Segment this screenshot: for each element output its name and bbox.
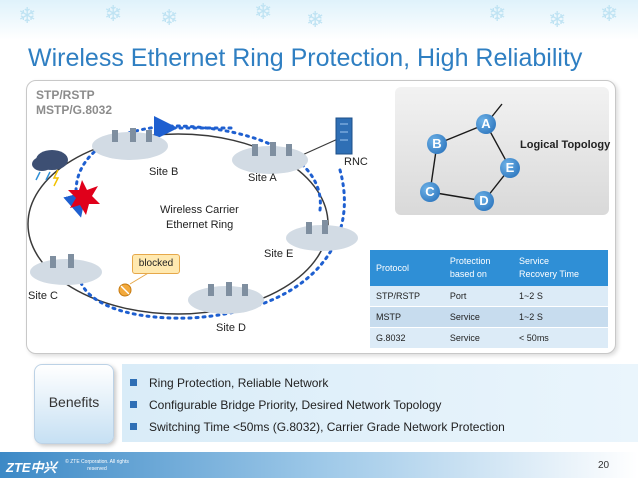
protocols-label: STP/RSTP MSTP/G.8032 <box>36 88 112 118</box>
site-e-label: Site E <box>264 248 294 260</box>
cell-recovery: < 50ms <box>513 327 608 349</box>
site-b-node <box>92 128 168 160</box>
ring-label-line1: Wireless Carrier <box>160 204 239 216</box>
header-protection-line1: Protection <box>449 256 491 266</box>
blocked-callout-line <box>129 271 151 285</box>
header-protection-line2: based on <box>449 269 487 279</box>
site-a-node <box>232 142 308 174</box>
cell-recovery: 1~2 S <box>513 286 608 307</box>
benefits-box <box>34 364 114 444</box>
benefit-item: Switching Time <50ms (G.8032), Carrier G… <box>130 420 505 434</box>
table-row: STP/RSTP Port 1~2 S <box>370 286 608 307</box>
page-title: Wireless Ethernet Ring Protection, High … <box>28 44 583 72</box>
cell-protection: Service <box>443 306 514 328</box>
header-protection: Protection based on <box>443 250 514 286</box>
benefit-text: Ring Protection, Reliable Network <box>149 376 329 390</box>
snowflake-icon: ❄ <box>104 2 123 27</box>
page-number: 20 <box>598 460 610 471</box>
header-recovery-line2: Recovery Time <box>519 269 580 279</box>
benefits-strip <box>122 364 638 442</box>
topology-node-a: A <box>476 114 496 134</box>
benefit-item: Configurable Bridge Priority, Desired Ne… <box>130 398 441 412</box>
site-a-label: Site A <box>248 172 277 184</box>
copyright-text: © ZTE Corporation. All rights reserved <box>65 459 129 472</box>
snowflake-icon: ❄ <box>160 6 179 31</box>
storm-cloud-icon <box>32 150 68 187</box>
cell-protocol: MSTP <box>370 306 444 328</box>
cell-protection: Port <box>443 286 514 307</box>
protocol-label-stp: STP/RSTP <box>36 88 95 102</box>
site-c-label: Site C <box>28 290 58 302</box>
topology-node-e: E <box>500 158 520 178</box>
snowflake-icon: ❄ <box>548 8 567 33</box>
cell-protocol: STP/RSTP <box>370 286 444 307</box>
rnc-link <box>299 137 341 157</box>
topology-node-c: C <box>420 182 440 202</box>
snowflake-icon: ❄ <box>600 2 619 27</box>
benefits-label: Benefits <box>48 394 100 410</box>
protection-path-return <box>78 168 346 320</box>
blocked-callout: blocked <box>132 254 180 274</box>
benefit-item: Ring Protection, Reliable Network <box>130 376 328 390</box>
topology-title: Logical Topology <box>520 139 611 151</box>
site-d-label: Site D <box>216 322 246 334</box>
rnc-icon <box>335 117 353 155</box>
site-d-node <box>188 282 264 314</box>
bullet-square-icon <box>130 379 137 386</box>
cell-protocol: G.8032 <box>370 327 444 349</box>
benefit-text: Configurable Bridge Priority, Desired Ne… <box>149 398 442 412</box>
snowflake-icon: ❄ <box>18 4 37 29</box>
bullet-square-icon <box>130 423 137 430</box>
table-row: G.8032 Service < 50ms <box>370 327 608 349</box>
fault-burst-icon <box>68 180 100 215</box>
zte-logo: ZTE中兴 <box>6 460 57 475</box>
cell-recovery: 1~2 S <box>513 306 608 328</box>
header-recovery-line1: Service <box>519 256 550 266</box>
site-e-node <box>286 220 358 251</box>
header-protocol-text: Protocol <box>376 262 410 273</box>
topology-node-b: B <box>427 134 447 154</box>
rnc-label: RNC <box>344 156 368 168</box>
header-band <box>0 0 638 40</box>
ring-label-line2: Ethernet Ring <box>166 219 234 231</box>
blocked-port-icon <box>118 283 132 297</box>
site-b-label: Site B <box>149 166 179 178</box>
topology-node-d: D <box>474 191 494 211</box>
table-row: MSTP Service 1~2 S <box>370 306 608 328</box>
benefit-text: Switching Time <50ms (G.8032), Carrier G… <box>149 420 505 434</box>
protocol-label-mstp: MSTP/G.8032 <box>36 103 113 117</box>
site-c-node <box>30 254 102 285</box>
footer-bar <box>0 452 638 478</box>
header-protocol: Protocol <box>370 250 444 286</box>
snowflake-icon: ❄ <box>488 2 507 27</box>
snowflake-icon: ❄ <box>254 0 273 25</box>
bullet-square-icon <box>130 401 137 408</box>
snowflake-icon: ❄ <box>306 8 325 33</box>
protection-path <box>63 124 322 218</box>
cell-protection: Service <box>443 327 514 349</box>
